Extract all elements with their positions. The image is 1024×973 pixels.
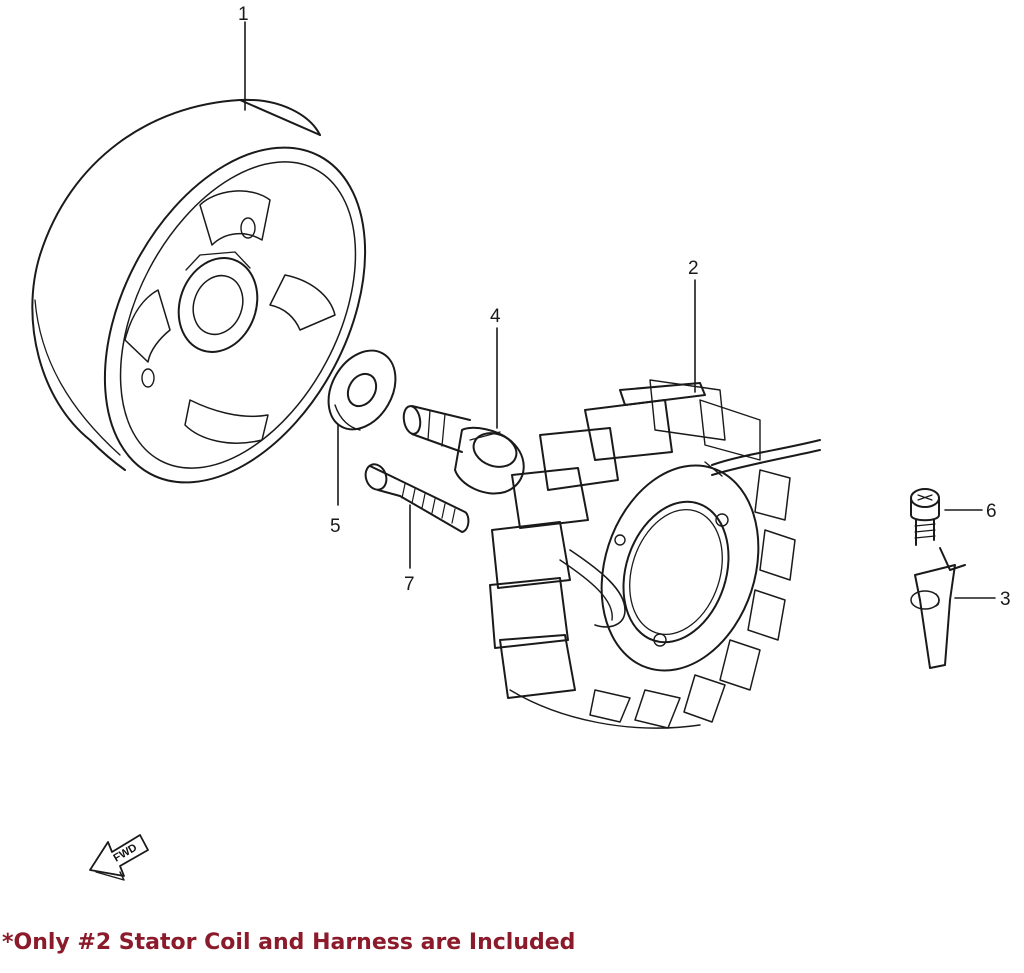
callout-4: 4 bbox=[490, 306, 501, 327]
callout-5: 5 bbox=[330, 516, 341, 537]
wire-clamp bbox=[910, 547, 966, 669]
collar-bolt bbox=[402, 405, 525, 495]
callout-3: 3 bbox=[1000, 589, 1011, 610]
screw bbox=[910, 488, 940, 546]
stator-coil bbox=[489, 379, 821, 729]
flywheel-rotor bbox=[31, 98, 367, 484]
fwd-arrow-icon: FWD bbox=[89, 834, 149, 881]
washer bbox=[327, 349, 397, 431]
callout-6: 6 bbox=[986, 501, 997, 522]
bolt bbox=[364, 463, 470, 533]
inclusion-note: *Only #2 Stator Coil and Harness are Inc… bbox=[2, 930, 576, 955]
callout-7: 7 bbox=[404, 574, 415, 595]
callout-2: 2 bbox=[688, 258, 699, 279]
callout-1: 1 bbox=[238, 4, 249, 25]
